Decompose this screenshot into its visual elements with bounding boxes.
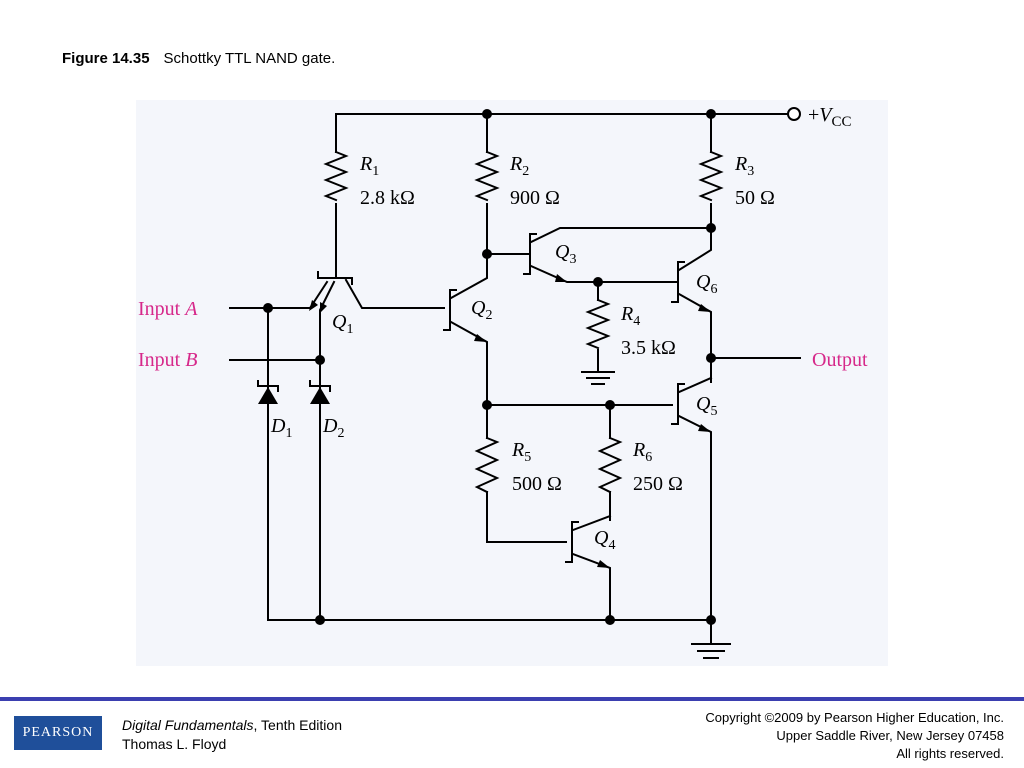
figure-caption: Figure 14.35 Schottky TTL NAND gate. [62, 50, 335, 67]
r5-zigzag [474, 436, 500, 494]
q3-label: Q3 [555, 241, 576, 267]
q2-emitter [449, 320, 488, 406]
r3-zigzag [698, 150, 724, 202]
q5-arrow [698, 424, 711, 432]
d2-label: D2 [322, 415, 344, 441]
q1-label: Q1 [332, 311, 353, 337]
q2-arrow [474, 334, 487, 342]
vcc-label: +VCC [808, 104, 852, 130]
q3-collector [529, 227, 712, 244]
junction-dot [706, 109, 716, 119]
q1-arrow-a [309, 300, 318, 311]
q1-emitter-b [229, 280, 336, 361]
footer-divider [0, 697, 1024, 701]
q6-arrow [698, 304, 711, 312]
junction-dot [482, 400, 492, 410]
vcc-terminal [787, 107, 801, 121]
d2-cathode [309, 380, 331, 392]
q4-collector [571, 514, 612, 532]
q4-arrow [597, 560, 610, 568]
r2-zigzag [474, 150, 500, 202]
ground-symbol-main [691, 643, 731, 659]
r5-value: 500 Ω [512, 473, 562, 495]
book-title: Digital Fundamentals [122, 717, 254, 733]
book-edition: , Tenth Edition [253, 717, 342, 733]
r1-name: R1 [359, 153, 379, 179]
r6-value: 250 Ω [633, 473, 683, 495]
q5-label: Q5 [696, 393, 717, 419]
r4-name: R4 [620, 303, 640, 329]
input-a-label: Input A [138, 298, 198, 320]
pearson-logo: PEARSON [14, 716, 102, 750]
copyright-notice: Copyright ©2009 by Pearson Higher Educat… [705, 709, 1004, 763]
junction-dot [706, 223, 716, 233]
r5-name: R5 [511, 439, 531, 465]
figure-title: Schottky TTL NAND gate. [163, 50, 336, 67]
d1-label: D1 [270, 415, 292, 441]
output-label: Output [812, 349, 868, 371]
r4-zigzag [585, 298, 611, 350]
ground-rail [267, 619, 712, 645]
q5-emitter [677, 414, 712, 621]
book-info: Digital Fundamentals, Tenth Edition Thom… [122, 716, 342, 754]
junction-dot [482, 109, 492, 119]
q2-collector [449, 253, 488, 300]
junction-dot [593, 277, 603, 287]
r2-name: R2 [509, 153, 529, 179]
r6-name: R6 [632, 439, 652, 465]
wire-r5 [486, 404, 567, 543]
q6-label: Q6 [696, 271, 717, 297]
junction-dot [706, 353, 716, 363]
q3-emitter [529, 264, 679, 283]
junction-dot [605, 615, 615, 625]
q6-emitter [677, 292, 712, 383]
input-b-label: Input B [138, 349, 197, 371]
q1-base-bar [317, 271, 353, 285]
q5-base-bar [671, 383, 685, 425]
junction-dot [315, 615, 325, 625]
r4-value: 3.5 kΩ [621, 337, 676, 359]
junction-dot [706, 615, 716, 625]
q6-collector [677, 227, 712, 272]
ground-symbol-r4 [581, 371, 615, 385]
d2-triangle [310, 387, 330, 404]
q2-base-bar [443, 289, 457, 331]
book-author: Thomas L. Floyd [122, 736, 227, 752]
q1-collector [344, 278, 445, 309]
copyright-line: Copyright ©2009 by Pearson Higher Educat… [705, 710, 1004, 725]
circuit-diagram: +VCC R1 2.8 kΩ R2 900 Ω R3 50 Ω R4 3.5 k… [138, 104, 868, 659]
q3-arrow [555, 274, 567, 282]
figure-number: Figure 14.35 [62, 50, 150, 67]
r6-zigzag [597, 436, 623, 494]
junction-dot [263, 303, 273, 313]
d1-cathode [257, 380, 279, 392]
copyright-line: Upper Saddle River, New Jersey 07458 [776, 728, 1004, 743]
q5-collector [677, 376, 713, 394]
wire-r2 [486, 113, 531, 255]
r1-zigzag [323, 150, 349, 202]
r2-value: 900 Ω [510, 187, 560, 209]
r1-value: 2.8 kΩ [360, 187, 415, 209]
q1-arrow-b [320, 302, 327, 313]
junction-dot [482, 249, 492, 259]
q3-base-bar [523, 233, 537, 275]
junction-dot [605, 400, 615, 410]
q2-label: Q2 [471, 297, 492, 323]
copyright-line: All rights reserved. [896, 746, 1004, 761]
r3-name: R3 [734, 153, 754, 179]
q4-base-bar [565, 521, 579, 563]
r3-value: 50 Ω [735, 187, 775, 209]
q4-label: Q4 [594, 527, 615, 553]
q6-base-bar [671, 261, 685, 303]
d1-triangle [258, 387, 278, 404]
junction-dot [315, 355, 325, 365]
circuit-panel [136, 100, 888, 666]
